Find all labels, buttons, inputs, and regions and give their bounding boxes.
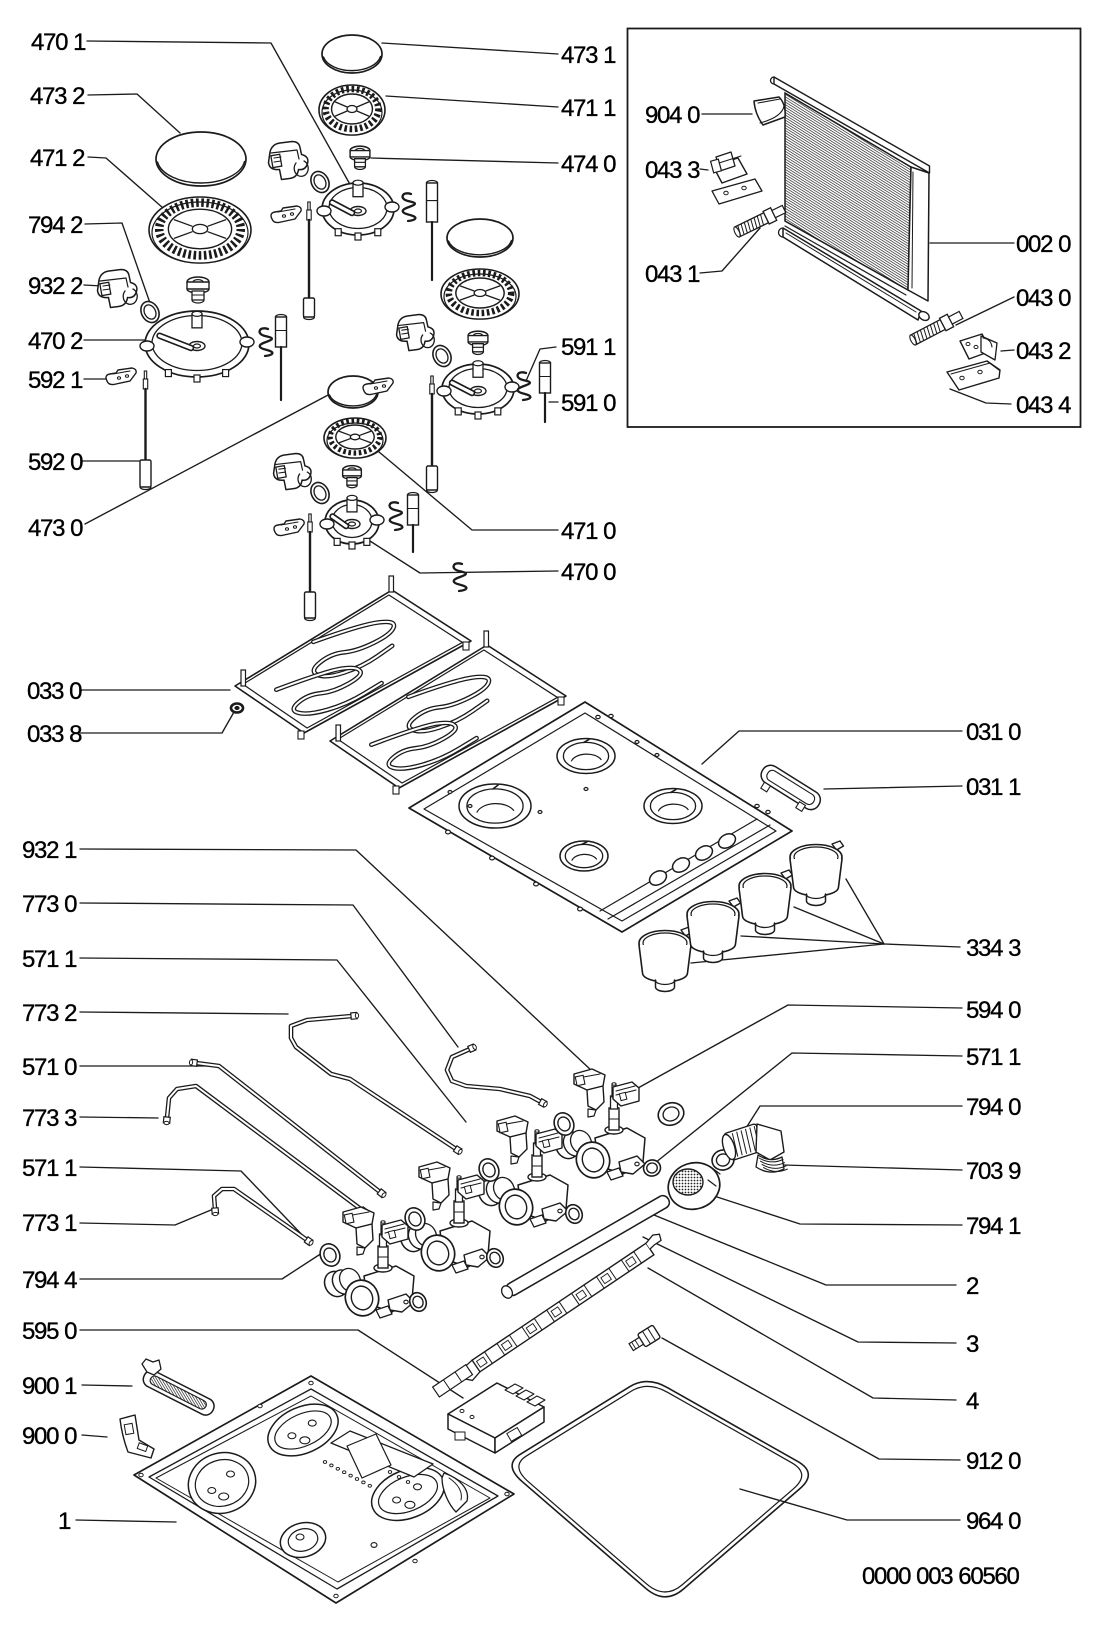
svg-text:043 0: 043 0 — [1016, 285, 1071, 312]
svg-text:474 0: 474 0 — [561, 151, 616, 178]
svg-text:592 1: 592 1 — [28, 367, 83, 394]
svg-text:904 0: 904 0 — [645, 102, 700, 129]
svg-text:043 1: 043 1 — [645, 261, 700, 288]
svg-text:571 1: 571 1 — [966, 1044, 1021, 1071]
svg-text:470 2: 470 2 — [28, 328, 83, 355]
svg-text:473 0: 473 0 — [28, 515, 83, 542]
svg-text:571 0: 571 0 — [22, 1054, 77, 1081]
svg-text:471 0: 471 0 — [561, 518, 616, 545]
svg-text:3: 3 — [966, 1331, 979, 1358]
svg-text:334 3: 334 3 — [966, 935, 1021, 962]
svg-text:2: 2 — [966, 1273, 979, 1300]
svg-text:031 0: 031 0 — [966, 719, 1021, 746]
svg-text:703 9: 703 9 — [966, 1158, 1021, 1185]
svg-text:794 1: 794 1 — [966, 1213, 1021, 1240]
svg-text:471 1: 471 1 — [561, 95, 616, 122]
svg-text:043 3: 043 3 — [645, 157, 700, 184]
svg-text:473 2: 473 2 — [30, 83, 85, 110]
svg-text:571 1: 571 1 — [22, 946, 77, 973]
svg-text:470 1: 470 1 — [31, 29, 86, 56]
svg-text:571 1: 571 1 — [22, 1155, 77, 1182]
svg-text:0000 003 60560: 0000 003 60560 — [862, 1563, 1019, 1590]
svg-text:471 2: 471 2 — [30, 145, 85, 172]
svg-text:594 0: 594 0 — [966, 997, 1021, 1024]
svg-text:794 0: 794 0 — [966, 1094, 1021, 1121]
svg-text:033 8: 033 8 — [27, 721, 82, 748]
svg-text:4: 4 — [966, 1388, 979, 1415]
svg-text:002 0: 002 0 — [1016, 231, 1071, 258]
svg-text:964 0: 964 0 — [966, 1508, 1021, 1535]
svg-text:794 2: 794 2 — [28, 212, 83, 239]
svg-text:912 0: 912 0 — [966, 1448, 1021, 1475]
svg-text:900 1: 900 1 — [22, 1373, 77, 1400]
svg-text:043 4: 043 4 — [1016, 392, 1071, 419]
svg-text:043 2: 043 2 — [1016, 338, 1071, 365]
svg-text:592 0: 592 0 — [28, 449, 83, 476]
svg-text:591 1: 591 1 — [561, 334, 616, 361]
svg-text:1: 1 — [58, 1508, 71, 1535]
svg-text:932 2: 932 2 — [28, 273, 83, 300]
svg-text:773 1: 773 1 — [22, 1210, 77, 1237]
svg-text:773 2: 773 2 — [22, 1000, 77, 1027]
svg-text:900 0: 900 0 — [22, 1423, 77, 1450]
svg-text:595 0: 595 0 — [22, 1318, 77, 1345]
svg-text:470 0: 470 0 — [561, 559, 616, 586]
svg-text:591 0: 591 0 — [561, 390, 616, 417]
svg-text:473 1: 473 1 — [561, 42, 616, 69]
svg-text:932 1: 932 1 — [22, 837, 77, 864]
svg-text:031 1: 031 1 — [966, 774, 1021, 801]
svg-text:033 0: 033 0 — [27, 678, 82, 705]
svg-text:773 0: 773 0 — [22, 891, 77, 918]
svg-text:794 4: 794 4 — [22, 1267, 77, 1294]
svg-text:773 3: 773 3 — [22, 1105, 77, 1132]
